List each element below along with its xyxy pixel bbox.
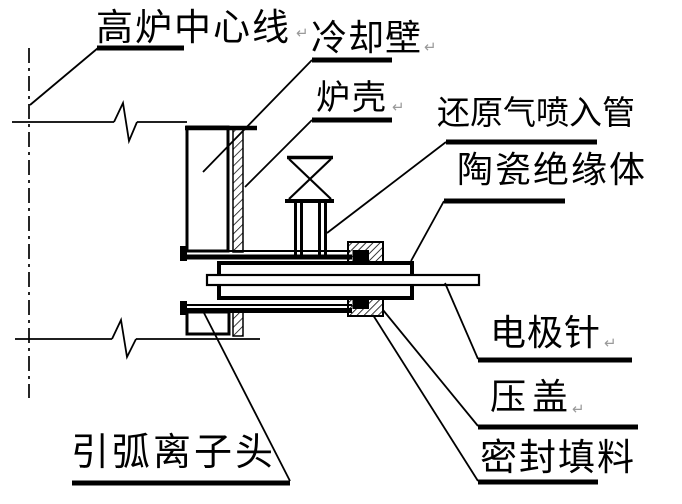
label-sealing-packing: 密封填料: [480, 436, 636, 479]
gland-packing-bottom: [347, 296, 384, 317]
leader-sealing-packing: [372, 314, 479, 482]
leader-cooling-stave: [202, 59, 313, 173]
return-mark-icon: ↵: [392, 98, 405, 116]
furnace-bottom-line: [15, 316, 260, 360]
leader-arc-ion-head: [202, 310, 291, 482]
furnace-top-line: [12, 99, 187, 145]
leader-gland-cover: [382, 309, 479, 427]
break-symbol-icon: [113, 99, 138, 145]
furnace-shell-lower: [232, 310, 244, 337]
leader-furnace-centerline: [29, 47, 99, 106]
label-cooling-stave: 冷却壁: [311, 18, 423, 59]
electrode-rod: [205, 273, 481, 287]
cooling-stave-lower: [185, 310, 231, 336]
return-mark-icon: ↵: [572, 400, 585, 418]
label-injection-pipe: 还原气喷入管: [437, 93, 635, 132]
label-furnace-shell: 炉壳: [316, 78, 388, 118]
packing-top: [352, 250, 369, 263]
break-symbol-icon: [111, 316, 137, 360]
injection-pipe: [294, 202, 327, 257]
packing-bottom: [352, 297, 369, 309]
gland-packing-top: [347, 241, 384, 264]
leader-lines: [29, 47, 479, 482]
cooling-stave-upper: [185, 125, 257, 253]
mounting-plate-bottom: [180, 301, 352, 315]
furnace-shell-upper: [232, 127, 244, 253]
label-ceramic-insulator: 陶瓷绝缘体: [457, 150, 648, 191]
leader-ceramic-insulator: [410, 200, 445, 262]
leader-furnace-shell: [244, 119, 313, 188]
return-mark-icon: ↵: [604, 334, 617, 352]
label-gland-cover: 压盖: [490, 377, 575, 418]
return-mark-icon: ↵: [296, 24, 309, 42]
label-electrode-needle: 电极针: [490, 313, 602, 354]
valve-icon: [285, 155, 334, 203]
leader-electrode-needle: [444, 282, 479, 360]
leader-injection-pipe: [326, 141, 447, 234]
label-arc-ion-head: 引弧离子头: [71, 430, 277, 474]
label-underlines: [72, 45, 638, 486]
label-furnace-centerline: 高炉中心线: [96, 6, 291, 49]
return-mark-icon: ↵: [424, 38, 437, 56]
